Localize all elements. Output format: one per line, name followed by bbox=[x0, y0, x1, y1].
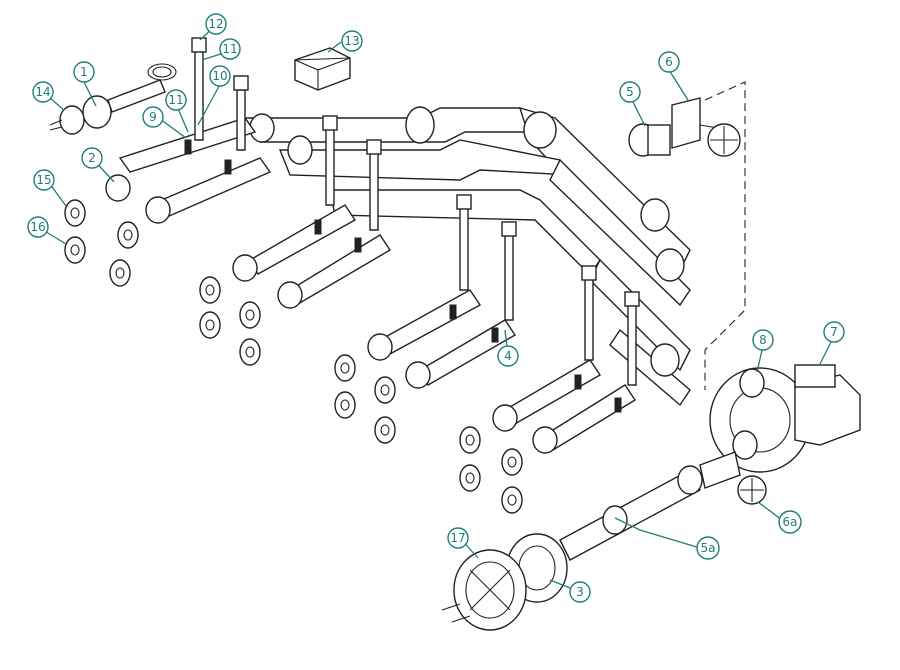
callout-label: 9 bbox=[149, 110, 157, 124]
callout-12: 12 bbox=[205, 13, 227, 35]
jet-nozzles bbox=[64, 199, 523, 514]
callout-9: 9 bbox=[142, 106, 164, 128]
jet-branch-row-3 bbox=[367, 194, 517, 389]
callout-7: 7 bbox=[823, 321, 845, 343]
callout-label: 11 bbox=[168, 93, 183, 107]
callout-label: 5a bbox=[701, 541, 716, 555]
callout-5: 5 bbox=[619, 81, 641, 103]
callout-label: 6 bbox=[665, 55, 673, 69]
callout-8: 8 bbox=[752, 329, 774, 351]
callout-10: 10 bbox=[209, 65, 231, 87]
skimmer-line bbox=[441, 465, 703, 631]
callout-label: 6a bbox=[783, 515, 798, 529]
callout-label: 8 bbox=[759, 333, 767, 347]
callout-label: 4 bbox=[504, 349, 512, 363]
callout-17: 17 bbox=[447, 527, 469, 549]
callout-6a: 6a bbox=[778, 510, 802, 534]
callout-15: 15 bbox=[33, 169, 55, 191]
callout-16: 16 bbox=[27, 216, 49, 238]
callout-label: 5 bbox=[626, 85, 634, 99]
jet-branch-row-4 bbox=[492, 265, 640, 454]
callout-label: 14 bbox=[35, 85, 50, 99]
junction-box bbox=[294, 47, 351, 91]
callout-label: 13 bbox=[344, 34, 359, 48]
callout-2: 2 bbox=[81, 147, 103, 169]
callout-11-lower: 11 bbox=[165, 89, 187, 111]
callout-label: 15 bbox=[36, 173, 51, 187]
pump-assembly bbox=[699, 364, 861, 505]
dashed-connection-line bbox=[704, 81, 746, 390]
callout-label: 3 bbox=[576, 585, 584, 599]
callout-label: 7 bbox=[830, 325, 838, 339]
jet-branch-row-2 bbox=[232, 115, 391, 309]
callout-label: 10 bbox=[212, 69, 227, 83]
callout-label: 16 bbox=[30, 220, 45, 234]
callout-1: 1 bbox=[73, 61, 95, 83]
callout-label: 11 bbox=[222, 42, 237, 56]
callout-13: 13 bbox=[341, 30, 363, 52]
callout-4: 4 bbox=[497, 345, 519, 367]
jet-branch-row-1 bbox=[105, 37, 272, 224]
callout-14: 14 bbox=[32, 81, 54, 103]
callout-label: 17 bbox=[450, 531, 465, 545]
callout-3: 3 bbox=[569, 581, 591, 603]
callout-11-upper: 11 bbox=[219, 38, 241, 60]
suction-fitting-assembly bbox=[628, 97, 741, 157]
callout-label: 1 bbox=[80, 65, 88, 79]
callout-6: 6 bbox=[658, 51, 680, 73]
air-control-assembly bbox=[49, 63, 177, 135]
callout-label: 12 bbox=[208, 17, 223, 31]
callout-label: 2 bbox=[88, 151, 96, 165]
callout-5a: 5a bbox=[696, 536, 720, 560]
